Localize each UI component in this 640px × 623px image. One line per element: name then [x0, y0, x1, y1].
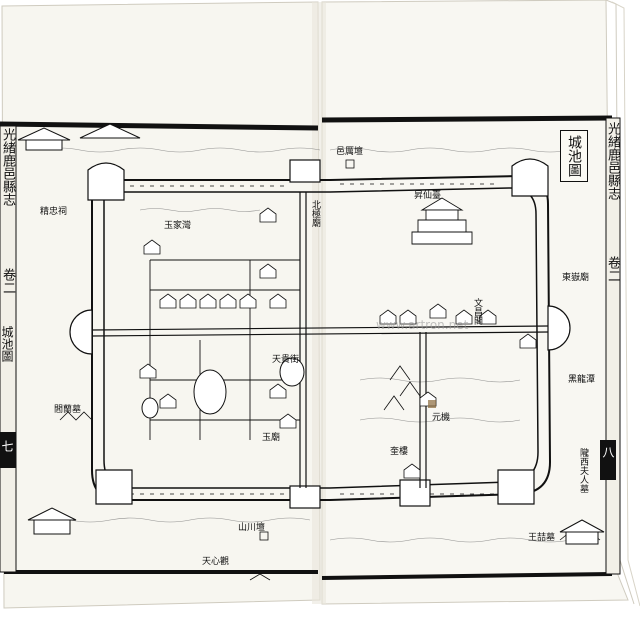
map-label-yujia-wan: 玉家灣	[164, 221, 192, 231]
map-label-shengxian-tai: 昇仙臺	[414, 191, 442, 201]
map-label-yili-tan: 邑厲壇	[336, 147, 364, 157]
left-margin-title: 光緒鹿邑縣志	[0, 128, 15, 206]
map-label-wenchang-ge: 文昌閣	[472, 298, 482, 325]
left-margin-chapter: 卷二	[0, 268, 15, 294]
map-title: 城池圖	[560, 130, 588, 182]
right-margin-chapter: 卷二	[605, 256, 620, 282]
map-label-tianxin-guan: 天心觀	[202, 557, 230, 567]
map-label-dongyue-miao: 東嶽廟	[562, 273, 590, 283]
watermark: www.artron.net	[376, 318, 469, 332]
map-label-yuan-ji: 元機	[432, 413, 451, 423]
map-label-tiangui-jie: 天貴街	[272, 355, 300, 365]
map-label-longxi-furen-mu: 隴西夫人墓	[578, 448, 588, 493]
map-label-guanlan-mu: 閻蘭墓	[54, 405, 82, 415]
left-margin-page: 七	[0, 440, 14, 452]
map-label-heilong-tan: 黑龍潭	[568, 375, 596, 385]
left-margin-section: 城池圖	[0, 326, 14, 362]
map-label-kuixing-lou: 奎樓	[390, 447, 409, 457]
right-margin-title: 光緒鹿邑縣志	[605, 122, 620, 200]
right-margin-page: 八	[601, 446, 615, 458]
map-label-shanchuan-tan: 山川壇	[238, 523, 266, 533]
map-label-yu-miao: 玉廟	[262, 433, 281, 443]
map-label-jingzhong-ci: 精忠祠	[40, 207, 68, 217]
map-label-beiji-miao: 北極廟	[310, 200, 320, 227]
map-label-wangjie-mu: 王喆墓	[528, 533, 556, 543]
